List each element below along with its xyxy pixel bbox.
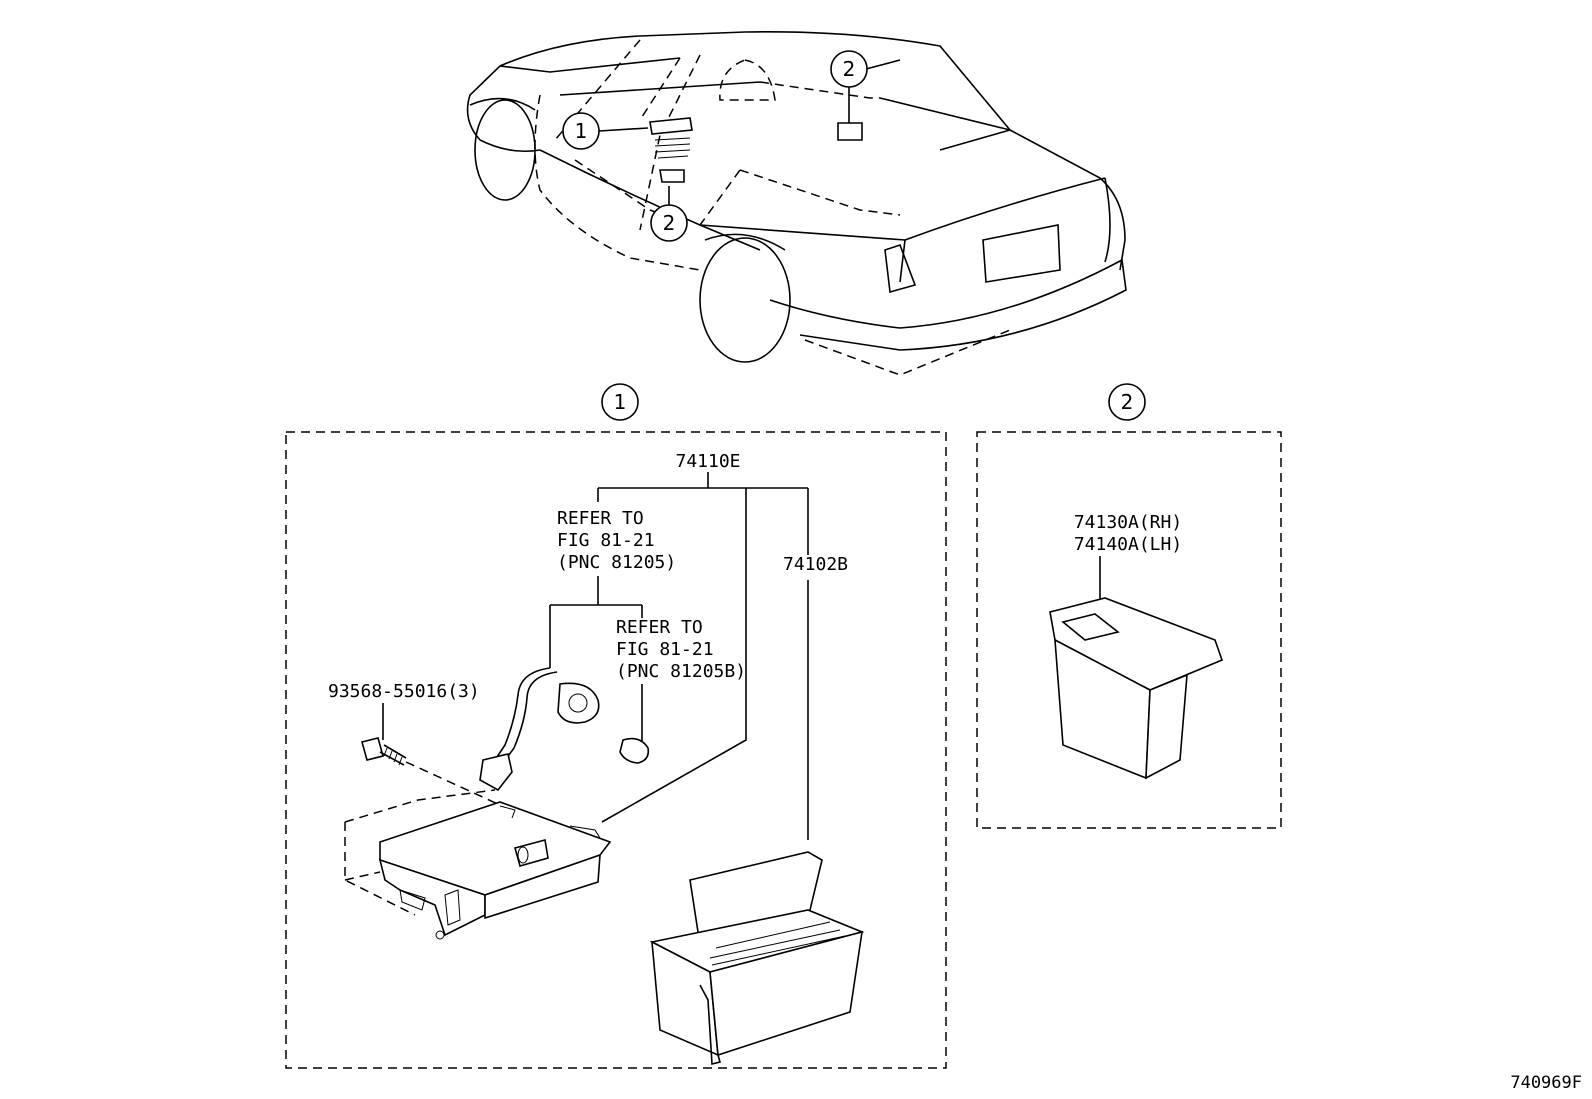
refer-1-line-1: REFER TO — [557, 508, 644, 529]
refer-2-line-1: REFER TO — [616, 617, 703, 638]
assembly-part-number: 74110E — [675, 451, 740, 472]
screw-icon — [361, 737, 501, 806]
refer-1-line-3: (PNC 81205) — [557, 552, 676, 573]
panel-1-frame — [285, 431, 947, 1069]
callout-door-tray: 2 — [650, 204, 688, 242]
svg-text:1: 1 — [575, 119, 588, 143]
ashtray-icon — [649, 851, 865, 1066]
panel-1-marker-circle — [601, 383, 639, 421]
refer-2-line-3: (PNC 81205B) — [616, 661, 746, 682]
refer-1-line-2: FIG 81-21 — [557, 530, 655, 551]
callout-console: 1 — [562, 112, 600, 150]
panel-2-marker-circle — [1108, 383, 1146, 421]
door-tray-icon — [1049, 597, 1224, 780]
part-number-lh: 74140A(LH) — [1074, 534, 1182, 555]
panel-2: 2 74130A(RH) 74140A(LH) — [976, 383, 1282, 829]
socket-wire-icon — [479, 667, 600, 792]
svg-text:2: 2 — [843, 57, 856, 81]
refer-2-line-2: FIG 81-21 — [616, 639, 714, 660]
screw-part-number: 93568-55016(3) — [328, 681, 480, 702]
part-number-rh: 74130A(RH) — [1074, 512, 1182, 533]
ashtray-part-number: 74102B — [783, 554, 848, 575]
car-illustration: 1 2 2 — [466, 30, 1127, 376]
callout-rear-tray: 2 — [830, 50, 868, 88]
figure-code: 740969F — [1510, 1073, 1582, 1093]
console-bracket-icon — [344, 789, 612, 940]
bulb-icon — [619, 737, 650, 764]
svg-text:2: 2 — [663, 211, 676, 235]
panel-1: 1 74110E REFER TO FIG 81-21 (PNC 81205) … — [285, 383, 947, 1069]
panel-1-marker: 1 — [614, 390, 627, 414]
panel-2-frame — [976, 431, 1282, 829]
panel-2-marker: 2 — [1121, 390, 1134, 414]
